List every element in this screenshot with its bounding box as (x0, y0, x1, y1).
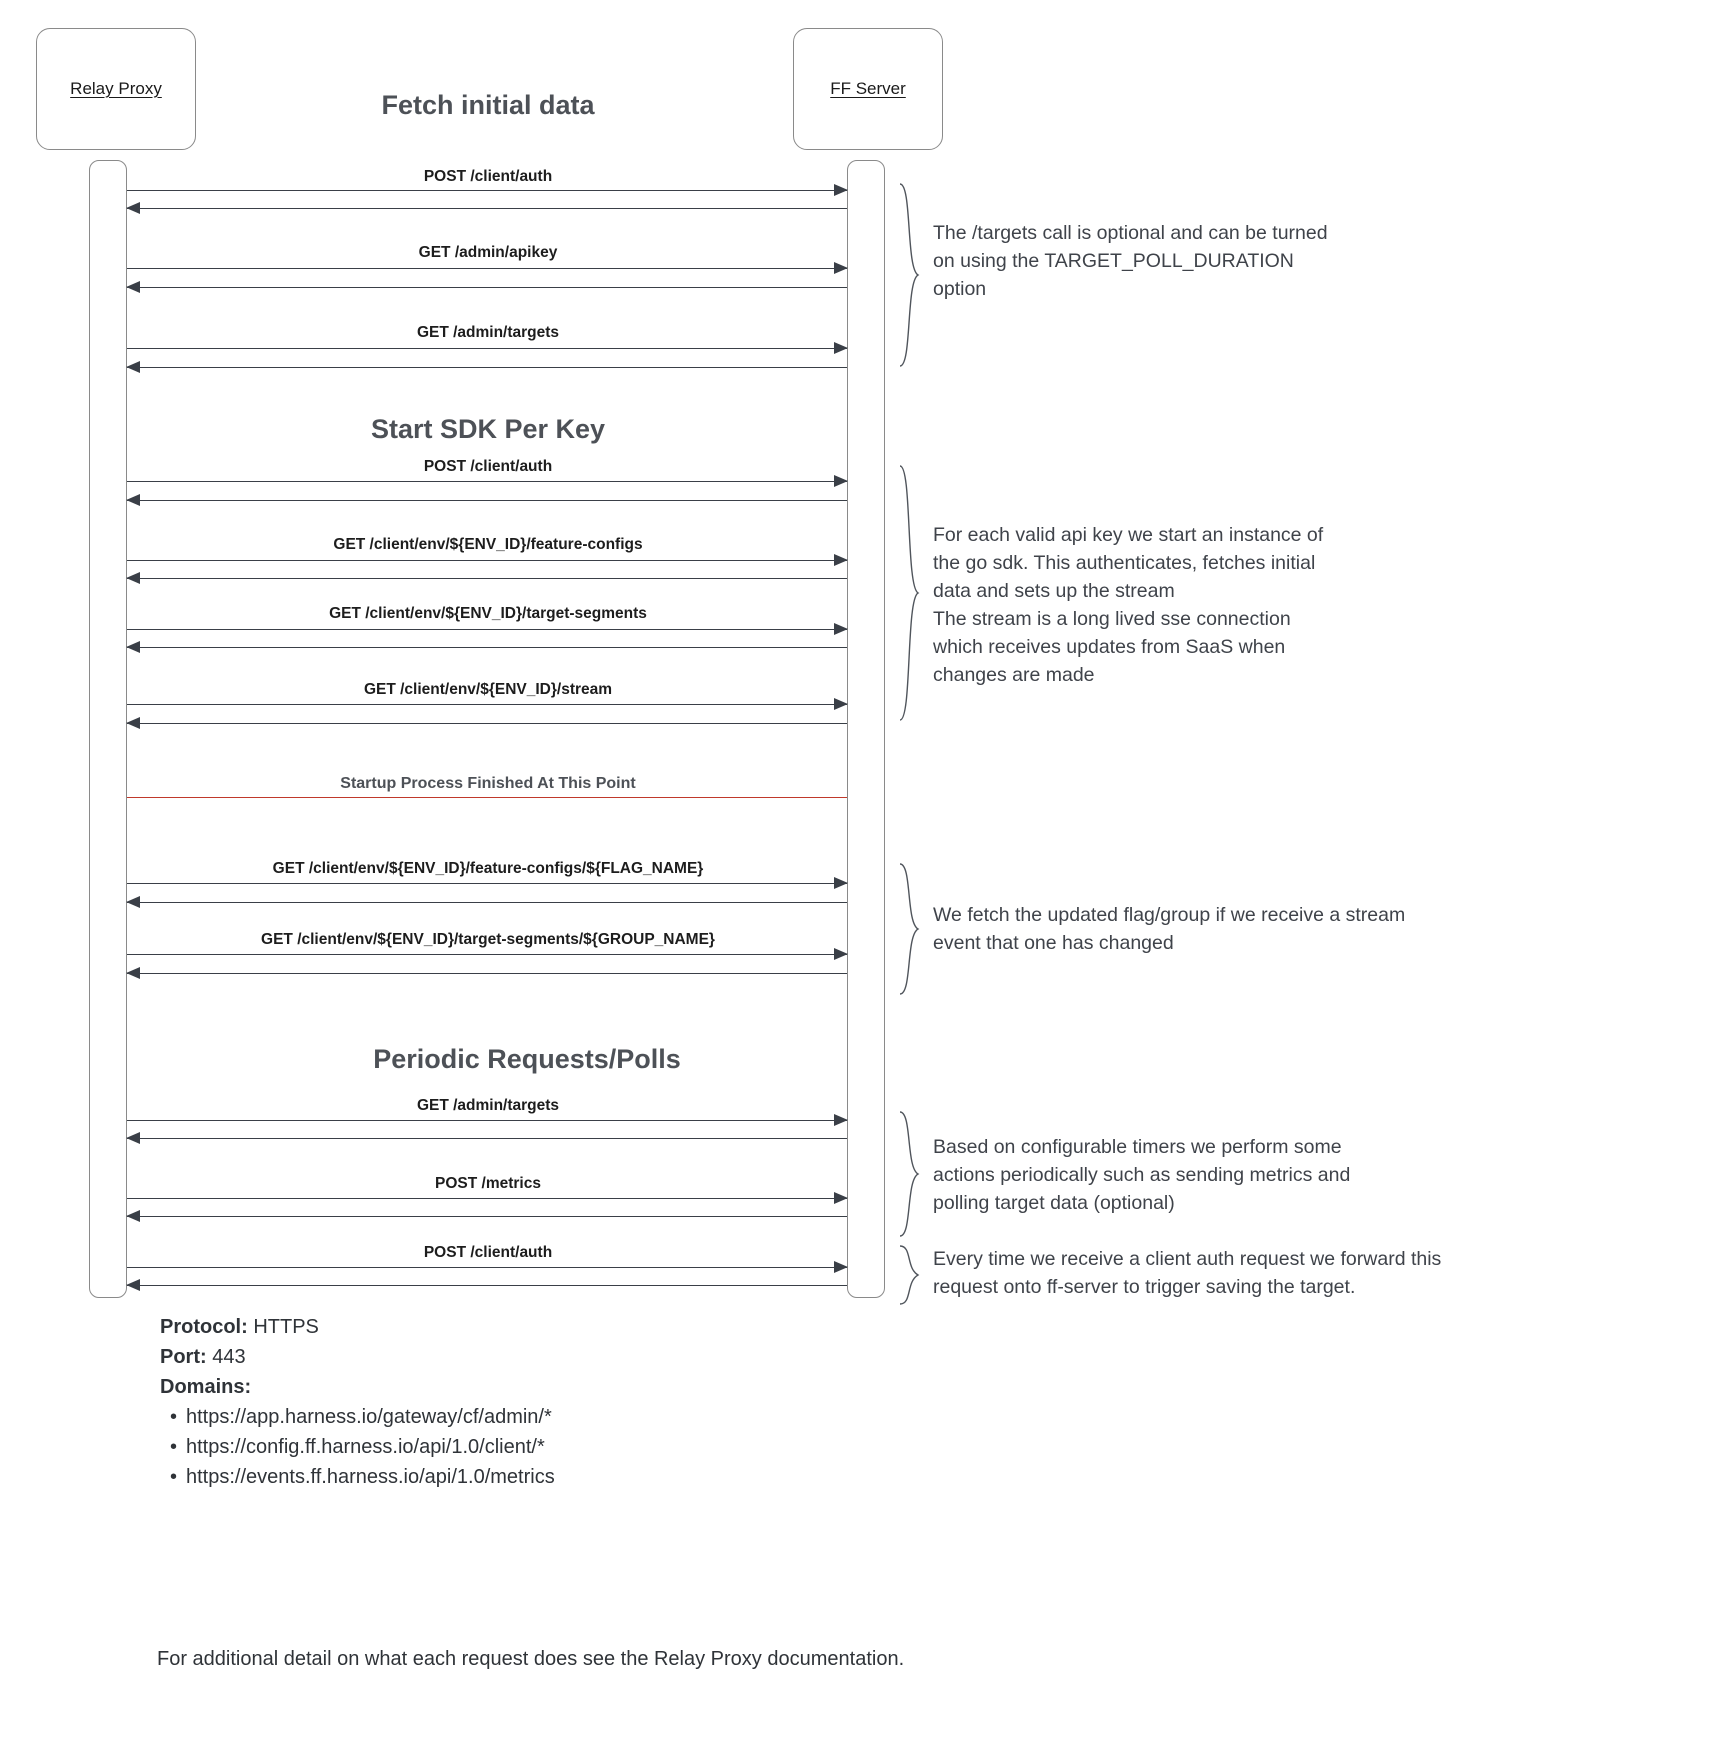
arrow-shaft (127, 287, 847, 288)
arrow-shaft (127, 481, 847, 482)
arrow-shaft (127, 1267, 847, 1268)
footer-domains-key: Domains: (160, 1376, 252, 1398)
message-label: GET /client/env/${ENV_ID}/feature-config… (333, 536, 643, 553)
arrow-shaft (127, 902, 847, 903)
arrow-shaft (127, 1285, 847, 1286)
arrow-head-icon (834, 948, 848, 960)
participant-label-relay-proxy: Relay Proxy (70, 79, 162, 98)
section-title-fetch-initial-data: Fetch initial data (381, 90, 595, 120)
arrow-shaft (127, 1120, 847, 1121)
list-item: https://events.ff.harness.io/api/1.0/met… (160, 1462, 555, 1492)
arrow-head-icon (834, 1114, 848, 1126)
arrow-head-icon (126, 717, 140, 729)
brace-note-5 (899, 1245, 920, 1305)
arrow-head-icon (834, 698, 848, 710)
arrow-head-icon (834, 184, 848, 196)
message-label: GET /client/env/${ENV_ID}/target-segment… (329, 605, 647, 622)
brace-note-1 (899, 183, 920, 367)
arrow-head-icon (126, 572, 140, 584)
arrow-shaft (127, 1198, 847, 1199)
message-label: GET /client/env/${ENV_ID}/feature-config… (272, 860, 704, 877)
arrow-shaft (127, 500, 847, 501)
section-title-periodic-requests: Periodic Requests/Polls (373, 1044, 681, 1074)
footer-protocol-line: Protocol: HTTPS (160, 1312, 555, 1342)
message-label: GET /admin/targets (416, 324, 560, 341)
note-text: We fetch the updated flag/group if we re… (933, 904, 1406, 954)
arrow-shaft (127, 367, 847, 368)
arrow-head-icon (834, 342, 848, 354)
arrow-head-icon (126, 967, 140, 979)
note-text: Every time we receive a client auth requ… (933, 1248, 1442, 1298)
arrow-shaft (127, 1138, 847, 1139)
participant-label-ff-server: FF Server (830, 79, 906, 98)
arrow-shaft (127, 190, 847, 191)
note-text: Based on configurable timers we perform … (933, 1136, 1351, 1214)
participant-box-relay-proxy[interactable]: Relay Proxy (36, 28, 196, 150)
participant-box-ff-server[interactable]: FF Server (793, 28, 943, 150)
footer-closing-note: For additional detail on what each reque… (157, 1648, 905, 1670)
arrow-head-icon (126, 641, 140, 653)
arrow-shaft (127, 954, 847, 955)
footer-port-line: Port: 443 (160, 1342, 555, 1372)
list-item: https://config.ff.harness.io/api/1.0/cli… (160, 1432, 555, 1462)
arrow-head-icon (126, 1132, 140, 1144)
arrow-head-icon (834, 1192, 848, 1204)
brace-note-4 (899, 1111, 920, 1237)
startup-finished-divider (127, 797, 847, 798)
arrow-shaft (127, 578, 847, 579)
arrow-head-icon (126, 896, 140, 908)
arrow-head-icon (126, 202, 140, 214)
message-label: GET /client/env/${ENV_ID}/stream (363, 681, 613, 698)
arrow-head-icon (126, 494, 140, 506)
section-title-start-sdk-per-key: Start SDK Per Key (370, 414, 606, 444)
brace-note-3 (899, 863, 920, 995)
list-item: https://app.harness.io/gateway/cf/admin/… (160, 1402, 555, 1432)
arrow-shaft (127, 883, 847, 884)
note-text: The /targets call is optional and can be… (933, 222, 1328, 300)
arrow-shaft (127, 560, 847, 561)
message-label: GET /client/env/${ENV_ID}/target-segment… (261, 931, 715, 948)
arrow-head-icon (834, 877, 848, 889)
note-text: For each valid api key we start an insta… (933, 524, 1324, 686)
arrow-head-icon (126, 1279, 140, 1291)
arrow-head-icon (834, 262, 848, 274)
lifeline-bar-ff-server (847, 160, 885, 1298)
arrow-shaft (127, 348, 847, 349)
message-label: POST /client/auth (423, 458, 553, 475)
arrow-shaft (127, 973, 847, 974)
arrow-head-icon (834, 1261, 848, 1273)
arrow-shaft (127, 208, 847, 209)
arrow-shaft (127, 629, 847, 630)
arrow-shaft (127, 723, 847, 724)
footer-protocol-key: Protocol: (160, 1316, 248, 1338)
arrow-shaft (127, 647, 847, 648)
arrow-head-icon (834, 554, 848, 566)
arrow-head-icon (834, 475, 848, 487)
arrow-shaft (127, 704, 847, 705)
footer-protocol-value: HTTPS (253, 1316, 319, 1338)
message-label: GET /admin/apikey (418, 244, 558, 261)
message-label: GET /admin/targets (416, 1097, 560, 1114)
arrow-head-icon (126, 281, 140, 293)
arrow-shaft (127, 1216, 847, 1217)
arrow-head-icon (126, 1210, 140, 1222)
footer-domain-list: https://app.harness.io/gateway/cf/admin/… (160, 1402, 555, 1492)
arrow-head-icon (126, 361, 140, 373)
arrow-shaft (127, 268, 847, 269)
message-label: POST /client/auth (423, 168, 553, 185)
footer-port-key: Port: (160, 1346, 207, 1368)
message-label: POST /metrics (435, 1175, 541, 1192)
divider-label: Startup Process Finished At This Point (340, 775, 636, 792)
footer-details: Protocol: HTTPS Port: 443 Domains: https… (160, 1312, 555, 1492)
message-label: POST /client/auth (423, 1244, 553, 1261)
lifeline-bar-relay-proxy (89, 160, 127, 1298)
footer-port-value: 443 (212, 1346, 246, 1368)
brace-note-2 (899, 465, 920, 721)
arrow-head-icon (834, 623, 848, 635)
